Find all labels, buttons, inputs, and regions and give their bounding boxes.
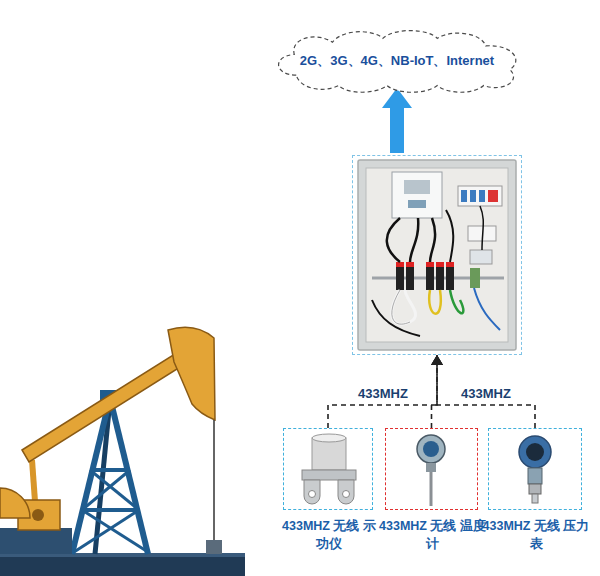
pumpjack [0,528,72,554]
pumpjack [213,420,215,542]
pumpjack [90,470,139,510]
dynamometer-picture [302,470,356,480]
pumpjack [82,470,130,510]
sensor-box: 433MHZ 无线 示功仪 [283,428,373,510]
pressure-gauge-picture [526,443,544,461]
pressure-gauge-picture [519,436,551,468]
sensor-label: 433MHZ 无线 温度计 [378,517,487,553]
control-cabinet [392,172,442,218]
dynamometer-picture [302,434,356,504]
pumpjack [0,488,30,518]
pumpjack [168,327,215,420]
control-cabinet [408,200,426,208]
control-cabinet [358,160,516,350]
control-cabinet [358,160,516,350]
cloud-outline [279,31,516,93]
control-cabinet [480,206,483,250]
control-cabinet [470,190,476,202]
control-cabinet [410,218,418,262]
pumpjack [206,540,222,554]
pumpjack [0,556,245,576]
dynamometer-picture [338,480,354,504]
sensor-label: 433MHZ 无线 示功仪 [276,517,382,553]
frequency-label: 433MHZ [355,386,411,401]
sensor-box: 433MHZ 无线 压力表 [488,428,582,510]
pumpjack [0,327,245,576]
control-cabinet [450,290,463,313]
sensor-label: 433MHZ 无线 压力表 [481,517,591,553]
thermometer-picture [426,463,436,472]
link-arrowhead [431,355,443,365]
link-arrowhead [431,355,443,365]
control-cabinet [406,262,414,267]
sensor-box: 433MHZ 无线 温度计 [385,428,478,510]
control-cabinet [372,300,420,336]
pumpjack [32,509,44,521]
control-cabinet [366,168,508,342]
pressure-gauge-picture [529,484,541,494]
dynamometer-picture [312,438,346,470]
pressure-gauge-picture [532,494,538,503]
control-cabinet [458,186,502,206]
pressure-gauge-picture [528,468,542,484]
control-cabinet [406,266,414,290]
control-cabinet [474,288,500,330]
control-cabinet [461,190,467,202]
dynamometer-picture [312,434,346,442]
control-cabinet [436,266,444,290]
dynamometer-picture [309,491,316,498]
control-cabinet [429,290,441,314]
radio-link [432,355,438,428]
control-cabinet [446,262,454,267]
control-cabinet [387,218,400,262]
thermometer-picture [423,441,439,457]
control-cabinet [392,290,416,324]
pumpjack [74,510,139,552]
link-arrowhead [431,355,443,365]
network-label: 2G、3G、4G、NB-IoT、Internet [300,52,494,70]
thermometer-picture [430,472,433,506]
control-cabinet [479,190,485,202]
pumpjack [82,508,139,512]
control-cabinet [488,190,498,202]
control-cabinet [396,262,404,267]
pumpjack [82,510,148,552]
uplink-arrow [382,88,412,153]
control-cabinet [446,210,453,262]
control-cabinet [470,250,492,264]
control-cabinet [436,262,444,267]
control-cabinet [470,268,480,288]
dynamometer-picture [304,480,320,504]
thermometer-picture [417,435,445,506]
pumpjack [90,468,130,472]
control-cabinet [426,262,434,267]
pumpjack [22,352,185,462]
thermometer-picture [417,435,445,463]
radio-link [328,355,437,428]
radio-link [437,355,535,428]
control-cabinet [392,290,410,324]
cabinet-frame [352,155,522,355]
control-cabinet [446,266,454,290]
dynamometer-picture [343,491,350,498]
control-cabinet [426,266,434,290]
network-cloud: 2G、3G、4G、NB-IoT、Internet [266,28,528,94]
control-cabinet [404,180,430,194]
control-cabinet [396,266,404,290]
control-cabinet [430,218,435,262]
pressure-gauge-picture [519,436,551,503]
frequency-label: 433MHZ [458,386,514,401]
